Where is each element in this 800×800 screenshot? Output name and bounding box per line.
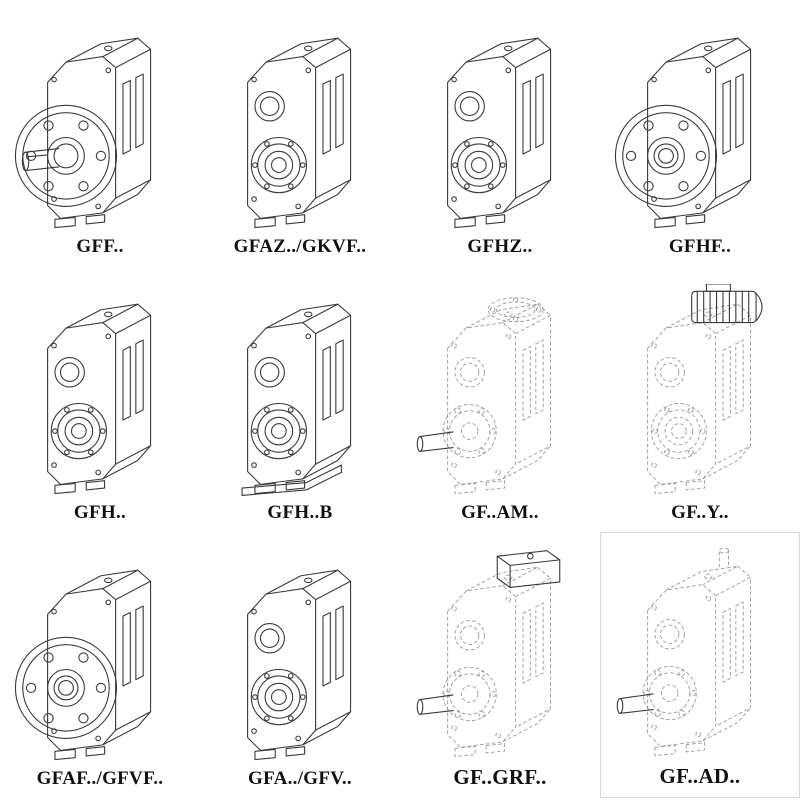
product-figure: GF..AM.. [400, 266, 600, 532]
product-figure: GFF.. [0, 0, 200, 266]
gearbox-body-lines [47, 303, 152, 495]
model-label: GF..Y.. [671, 502, 729, 523]
product-figure: GF..AD.. [600, 532, 800, 798]
model-label: GFHF.. [668, 236, 732, 257]
input-shaft-stub [718, 547, 729, 569]
gearbox-body-lines [447, 566, 552, 758]
model-label: GFAF../GFVF.. [36, 768, 164, 789]
upper-gear-boss [454, 357, 485, 388]
model-label: GF..AM.. [461, 502, 539, 523]
product-figure: GFA../GFV.. [200, 532, 400, 798]
output-flange-disc [642, 665, 697, 721]
output-flange-disc [14, 636, 118, 739]
output-flange-disc [442, 403, 497, 459]
model-label: GFA../GFV.. [248, 768, 352, 789]
hollow-bore [658, 147, 674, 164]
output-flange-disc [442, 666, 497, 722]
product-figure: GFAZ../GKVF.. [200, 0, 400, 266]
model-label: GFH.. [73, 502, 127, 523]
model-label: GF..GRF.. [453, 765, 547, 789]
gearbox-body-lines [447, 37, 552, 229]
product-figure: GFH..B [200, 266, 400, 532]
output-flange-disc [14, 104, 118, 207]
hollow-shaft-bearing [250, 136, 307, 194]
gearbox-body-lines [247, 37, 352, 229]
upper-gear-boss [654, 619, 685, 650]
motor-icon [691, 284, 763, 324]
gearbox-drawing-gff [14, 37, 152, 229]
model-label: GFF.. [76, 236, 124, 257]
gearbox-drawing-gfhf [614, 37, 752, 229]
model-label: GFHZ.. [467, 236, 533, 257]
iec-adapter-flange [487, 297, 544, 323]
upper-gear-boss [654, 357, 685, 388]
hollow-shaft-bearing [50, 402, 107, 460]
gearbox-body-lines [647, 565, 752, 757]
gearbox-body-lines [247, 569, 352, 761]
output-flange-disc [614, 104, 718, 207]
gearbox-drawing-gf-am [416, 297, 552, 495]
upper-gear-boss [254, 90, 285, 122]
gearbox-drawing-gfa-gfv [247, 569, 352, 761]
product-figure: GFAF../GFVF.. [0, 532, 200, 798]
gearbox-drawing-gfh-b [241, 303, 352, 496]
upper-gear-boss [454, 620, 485, 651]
product-figure: GFHZ.. [400, 0, 600, 266]
gearbox-body-lines [647, 303, 752, 495]
hollow-bore [58, 679, 74, 696]
product-figure: GF..Y.. [600, 266, 800, 532]
hollow-shaft-bearing [250, 668, 307, 726]
model-label: GFH..B [267, 502, 333, 523]
product-figure: GF..GRF.. [400, 532, 600, 798]
upper-gear-boss [254, 356, 285, 388]
hollow-shaft-bearing [450, 136, 507, 194]
model-label: GF..AD.. [659, 764, 741, 788]
gearbox-drawing-gfaz-gkvf [247, 37, 352, 229]
gearbox-body-lines [247, 303, 352, 495]
gearbox-drawing-gf-grf [416, 550, 561, 758]
gearbox-drawing-gfhz [447, 37, 552, 229]
model-label: GFAZ../GKVF.. [233, 236, 367, 257]
product-figure: GFH.. [0, 266, 200, 532]
gearbox-body-lines [447, 303, 552, 495]
gearbox-drawing-gf-ad [616, 547, 752, 757]
gearbox-drawing-gfh [47, 303, 152, 495]
product-figure: GFHF.. [600, 0, 800, 266]
upper-gear-boss [254, 622, 285, 654]
hollow-shaft-bearing [650, 403, 707, 460]
gearbox-drawing-gf-y [647, 284, 763, 495]
upper-gear-boss [54, 356, 85, 388]
gearbox-drawing-gfaf-gfvf [14, 569, 152, 761]
upper-gear-boss [454, 90, 485, 122]
hollow-shaft-bearing [250, 402, 307, 460]
